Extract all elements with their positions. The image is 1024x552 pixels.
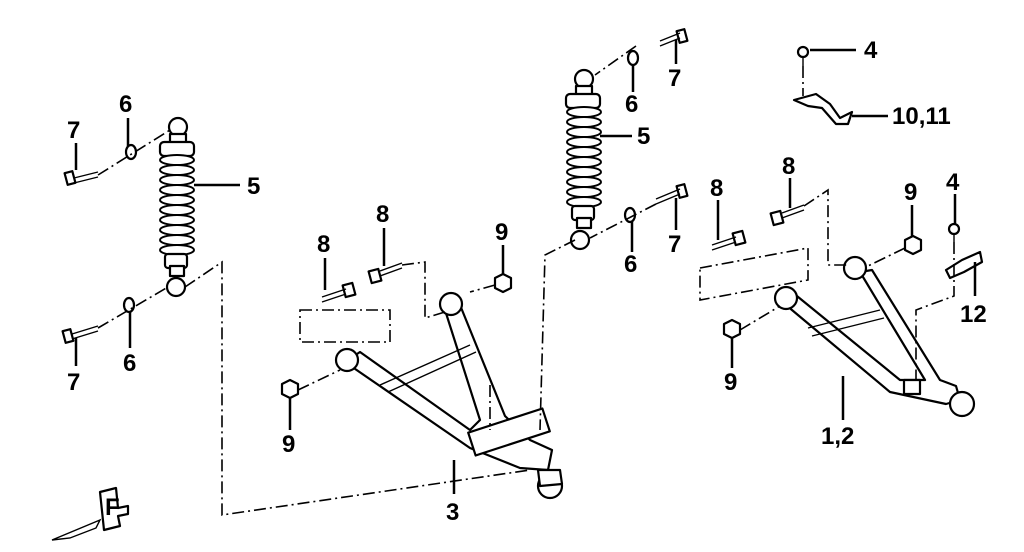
callout-bolt-mid-right-8: 8 [376, 201, 389, 228]
callout-nut-right-top-9: 9 [904, 179, 917, 206]
left-shock-absorber [158, 116, 196, 298]
forward-direction-marker: F [51, 486, 130, 541]
callout-washer-mid-bottom-6: 6 [624, 251, 637, 278]
upper-a-arm [334, 291, 564, 500]
callout-nut-mid-bottom-9: 9 [282, 431, 295, 458]
callout-washer-mid-top-6: 6 [625, 91, 638, 118]
bolt-8-d [769, 204, 805, 227]
callout-shock-left-5: 5 [247, 173, 260, 200]
bolt-mid-top [659, 28, 689, 47]
callout-washer-left-top-6: 6 [119, 91, 132, 118]
washer-left-top [124, 143, 138, 161]
callout-bolt-mid-bottom-7: 7 [668, 231, 681, 258]
callout-labels: 7 6 5 7 6 8 8 9 9 3 5 6 7 6 7 8 8 9 4 4 … [67, 37, 987, 526]
callout-screw-right-4: 4 [946, 169, 960, 196]
nut-mid-bottom [280, 378, 300, 400]
callout-arm-upper-3: 3 [446, 499, 459, 526]
bolt-8-a [321, 281, 357, 303]
callout-screw-top-4: 4 [864, 37, 878, 64]
middle-shock-absorber [564, 68, 602, 251]
direction-marker-letter: F [105, 494, 120, 521]
callout-nut-right-bottom-9: 9 [724, 369, 737, 396]
nut-mid-top [493, 272, 513, 294]
callout-bolt-mid-left-8: 8 [317, 231, 330, 258]
lower-a-arm [773, 255, 976, 418]
callout-bolt-left-top-7: 7 [67, 117, 80, 144]
bolt-left-bottom [61, 325, 99, 344]
leader-lines [74, 40, 977, 494]
callout-nut-mid-top-9: 9 [495, 219, 508, 246]
callout-bolt-right-left-8: 8 [710, 175, 723, 202]
screw-top [796, 45, 810, 66]
callout-arm-lower-1-2: 1,2 [821, 423, 854, 450]
callout-clip-12: 12 [960, 301, 987, 328]
callout-bracket-10-11: 10,11 [892, 103, 951, 130]
bracket-part [792, 92, 854, 126]
washer-left-bottom [122, 296, 136, 314]
callout-bolt-left-bottom-7: 7 [67, 369, 80, 396]
bolt-8-b [367, 262, 403, 285]
assembly-lines [97, 45, 955, 516]
bolt-8-c [711, 229, 747, 251]
washer-mid-top [626, 49, 640, 67]
screw-right [947, 222, 961, 242]
clip-part [944, 250, 984, 280]
callout-shock-mid-5: 5 [637, 123, 650, 150]
bolt-mid-bottom [655, 183, 689, 205]
nut-right-top [903, 234, 923, 256]
callout-bolt-mid-top-7: 7 [668, 65, 681, 92]
nut-right-bottom [722, 318, 742, 340]
callout-bolt-right-right-8: 8 [782, 153, 795, 180]
callout-washer-left-bottom-6: 6 [123, 350, 136, 377]
bolt-left-top [63, 170, 99, 186]
